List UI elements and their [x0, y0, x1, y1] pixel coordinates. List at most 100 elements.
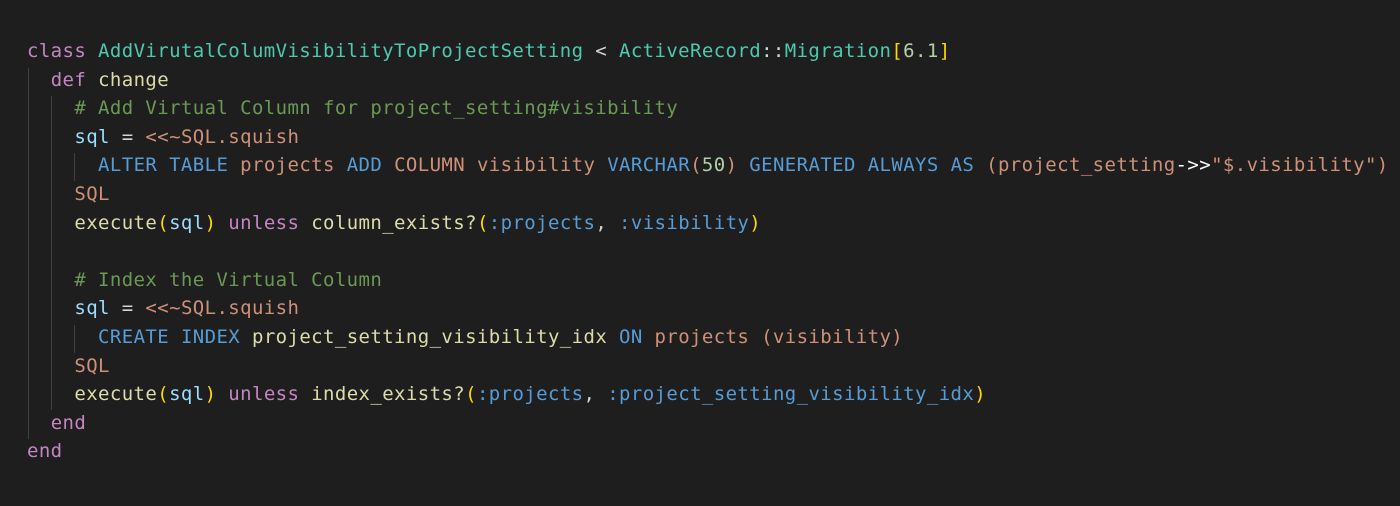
sql-keyword-token: CREATE [98, 325, 170, 348]
code-line: execute(sql) unless column_exists?(:proj… [27, 209, 1389, 238]
string-token: <<~SQL.squish [145, 125, 300, 148]
variable-token: sql [169, 383, 205, 406]
symbol-token: :projects [488, 211, 596, 234]
string-token: projects (visibility) [642, 325, 904, 348]
string-token [240, 326, 252, 348]
code-line: sql = <<~SQL.squish [27, 294, 1389, 323]
sql-keyword-token: VARCHAR [607, 154, 691, 177]
number-token: 6.1 [903, 40, 939, 62]
string-token: projects [228, 154, 347, 177]
operator-token [27, 355, 74, 377]
function-token: execute [74, 211, 158, 234]
symbol-token: :project_setting_visibility_idx [607, 383, 975, 406]
string-token: <<~SQL.squish [145, 297, 300, 320]
operator-token [27, 183, 74, 205]
code-block: class AddVirutalColumVisibilityToProject… [27, 37, 1389, 466]
operator-token [27, 97, 74, 119]
string-token: (project_setting [974, 154, 1176, 177]
indent-guide-heredoc-2 [74, 325, 75, 353]
bracket-token: ] [938, 40, 951, 62]
operator-token [27, 154, 98, 176]
indent-guide-outer [28, 68, 29, 439]
operator-token [216, 212, 228, 234]
sql-keyword-token: GENERATED [749, 154, 856, 177]
string-token [939, 154, 951, 176]
bracket-token: ) [749, 211, 762, 234]
variable-token: sql [74, 297, 110, 320]
code-line: execute(sql) unless index_exists?(:proje… [27, 380, 1389, 409]
code-line: # Index the Virtual Column [27, 266, 1389, 295]
code-line: # Add Virtual Column for project_setting… [27, 94, 1389, 123]
operator-token: = [109, 297, 146, 320]
function-token: execute [74, 383, 158, 406]
function-token: project_setting_visibility_idx [251, 325, 608, 348]
function-token: index_exists? [311, 383, 466, 406]
operator-token: < [583, 40, 619, 62]
indent-guide-heredoc-1 [74, 153, 75, 181]
code-line: class AddVirutalColumVisibilityToProject… [27, 37, 1389, 66]
indent-guide-def [51, 96, 52, 410]
string-token: ( [690, 154, 702, 177]
operator-token [27, 269, 74, 291]
variable-token: sql [74, 125, 110, 148]
sql-keyword-token: ALWAYS [867, 154, 939, 177]
string-token: SQL [74, 182, 110, 205]
bracket-token: ( [476, 211, 489, 234]
symbol-token: :visibility [619, 211, 750, 234]
operator-token [27, 297, 74, 319]
string-token: ) [725, 154, 750, 177]
operator-token: , [595, 211, 620, 234]
bracket-token: ( [157, 383, 170, 406]
string-token: COLUMN [394, 154, 466, 177]
operator-token [299, 212, 311, 234]
code-line: SQL [27, 352, 1389, 381]
operator-token [27, 69, 51, 91]
variable-token: sql [169, 211, 205, 234]
sql-keyword-token: INDEX [180, 325, 241, 348]
code-line: end [27, 409, 1389, 438]
string-token: visibility [465, 154, 608, 177]
operator-token: :: [761, 40, 785, 62]
keyword-token: def [50, 68, 87, 91]
keyword-token: end [50, 411, 87, 434]
string-token [607, 326, 619, 348]
operator-token [86, 69, 98, 91]
bracket-token: ( [465, 383, 477, 406]
keyword-token: end [27, 440, 63, 463]
bracket-token: ) [204, 211, 217, 234]
string-token [157, 154, 169, 176]
operator-token: , [583, 383, 608, 406]
operator-token [216, 383, 228, 405]
function-token: column_exists? [311, 211, 477, 234]
operator-token [27, 126, 74, 148]
class-name-token: ActiveRecord [618, 40, 762, 62]
class-name-token: Migration [784, 40, 892, 62]
bracket-token: ) [974, 383, 987, 406]
symbol-token: :projects [476, 383, 584, 406]
code-line: def change [27, 66, 1389, 95]
class-name-token: AddVirutalColumVisibilityToProjectSettin… [98, 40, 584, 62]
sql-keyword-token: ADD [346, 154, 383, 177]
code-line: sql = <<~SQL.squish [27, 123, 1389, 152]
string-token: "$.visibility") [1211, 154, 1389, 177]
comment-token: # Add Virtual Column for project_setting… [74, 97, 679, 120]
sql-keyword-token: TABLE [169, 154, 229, 177]
operator-token [27, 383, 74, 405]
code-line: CREATE INDEX project_setting_visibility_… [27, 323, 1389, 352]
sql-keyword-token: ON [619, 325, 643, 348]
code-line: end [27, 437, 1389, 466]
operator-token [27, 212, 74, 234]
keyword-token: unless [228, 211, 300, 234]
operator-token [299, 383, 311, 405]
bracket-token: ( [157, 211, 170, 234]
operator-token [27, 412, 51, 434]
string-token: SQL [74, 354, 110, 377]
string-token [169, 326, 181, 348]
string-token [856, 154, 868, 176]
operator-token [86, 40, 98, 62]
code-line [27, 237, 1389, 266]
operator-token: ->> [1175, 154, 1212, 177]
operator-token [27, 326, 98, 348]
code-line: SQL [27, 180, 1389, 209]
